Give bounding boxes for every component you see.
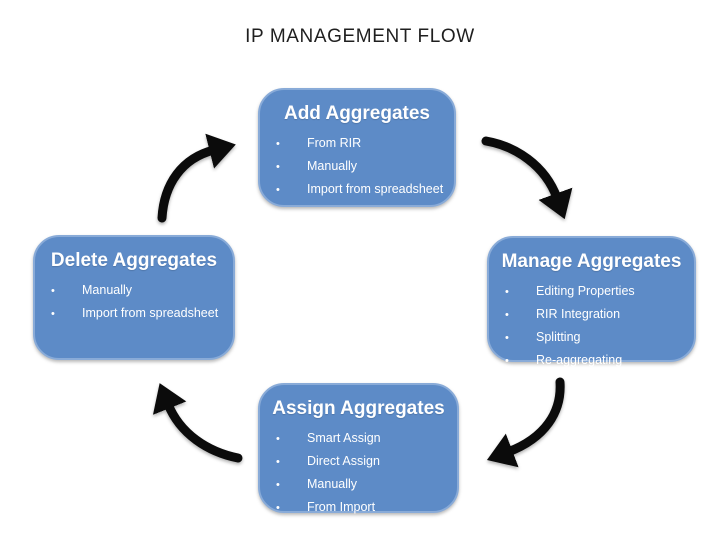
list-item: • Splitting: [505, 326, 688, 349]
bullet-icon: •: [276, 138, 280, 150]
manage-aggregates-list: • Editing Properties • RIR Integration •…: [489, 280, 694, 372]
arrow-delete-to-add-icon: [157, 133, 236, 223]
delete-aggregates-title: Delete Aggregates: [50, 250, 218, 271]
arrow-assign-to-delete-icon: [152, 383, 243, 463]
list-item: • Import from spreadsheet: [51, 302, 227, 325]
list-item-label: From Import: [307, 500, 376, 514]
page-title: IP MANAGEMENT FLOW: [245, 26, 475, 47]
list-item: • Manually: [51, 279, 227, 302]
bullet-icon: •: [276, 456, 280, 468]
list-item-label: Direct Assign: [307, 454, 380, 468]
bullet-icon: •: [505, 332, 509, 344]
manage-aggregates-box: Manage Aggregates • Editing Properties •…: [487, 236, 696, 367]
list-item-label: Smart Assign: [307, 431, 381, 445]
list-item: • Re-aggregating: [505, 349, 688, 372]
list-item: • Smart Assign: [276, 427, 451, 450]
list-item: • RIR Integration: [505, 303, 688, 326]
list-item: • Direct Assign: [276, 450, 451, 473]
list-item-label: From RIR: [307, 136, 362, 150]
list-item-label: Import from spreadsheet: [82, 306, 219, 320]
list-item: • Manually: [276, 155, 448, 178]
bullet-icon: •: [276, 502, 280, 514]
list-item: • From RIR: [276, 132, 448, 155]
bullet-icon: •: [51, 285, 55, 297]
assign-aggregates-title: Assign Aggregates: [272, 398, 445, 419]
bullet-icon: •: [276, 433, 280, 445]
assign-aggregates-list: • Smart Assign • Direct Assign • Manuall…: [260, 427, 457, 519]
list-item: • From Import: [276, 496, 451, 519]
list-item-label: Manually: [307, 159, 358, 173]
bullet-icon: •: [505, 355, 509, 367]
bullet-icon: •: [505, 309, 509, 321]
bullet-icon: •: [276, 479, 280, 491]
list-item-label: Splitting: [536, 330, 581, 344]
list-item: • Import from spreadsheet: [276, 178, 448, 201]
delete-aggregates-list: • Manually • Import from spreadsheet: [35, 279, 233, 325]
arrow-manage-to-assign-icon: [486, 377, 565, 468]
list-item-label: Manually: [82, 283, 133, 297]
list-item-label: Import from spreadsheet: [307, 182, 444, 196]
manage-aggregates-title: Manage Aggregates: [501, 251, 682, 272]
add-aggregates-list: • From RIR • Manually • Import from spre…: [260, 132, 454, 201]
list-item: • Manually: [276, 473, 451, 496]
list-item-label: Re-aggregating: [536, 353, 623, 367]
list-item-label: Manually: [307, 477, 358, 491]
bullet-icon: •: [276, 184, 280, 196]
add-aggregates-title: Add Aggregates: [283, 103, 431, 124]
add-aggregates-box: Add Aggregates • From RIR • Manually • I…: [258, 88, 456, 207]
delete-aggregates-box: Delete Aggregates • Manually • Import fr…: [33, 235, 235, 360]
list-item-label: RIR Integration: [536, 307, 621, 321]
list-item: • Editing Properties: [505, 280, 688, 303]
arrow-add-to-manage-icon: [481, 136, 573, 220]
bullet-icon: •: [51, 308, 55, 320]
bullet-icon: •: [505, 286, 509, 298]
bullet-icon: •: [276, 161, 280, 173]
list-item-label: Editing Properties: [536, 284, 635, 298]
assign-aggregates-box: Assign Aggregates • Smart Assign • Direc…: [258, 383, 459, 514]
